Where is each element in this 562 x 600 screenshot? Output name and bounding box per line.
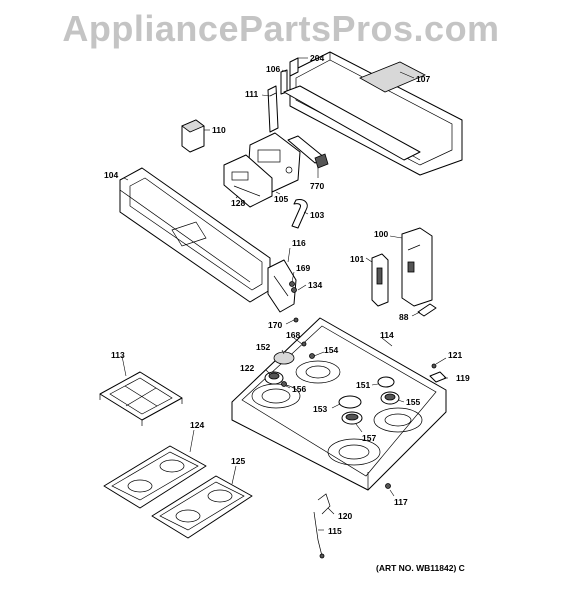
burner-cap-part-151[interactable] [377, 376, 395, 388]
art-number: (ART NO. WB11842) C [376, 563, 465, 573]
label-169: 169 [296, 263, 310, 273]
label-121: 121 [448, 350, 462, 360]
label-105: 105 [274, 194, 288, 204]
screw-part-170[interactable] [293, 317, 299, 323]
label-170: 170 [268, 320, 282, 330]
label-88: 88 [399, 312, 409, 322]
label-154: 154 [324, 345, 338, 355]
label-106: 106 [266, 64, 280, 74]
burner-part-155[interactable] [380, 391, 400, 405]
label-104: 104 [104, 170, 118, 180]
label-110: 110 [212, 125, 226, 135]
label-157: 157 [362, 433, 376, 443]
burner-part-157[interactable] [341, 411, 363, 425]
ignitor-part-156[interactable] [281, 381, 287, 387]
label-115: 115 [328, 526, 342, 536]
label-155: 155 [406, 397, 420, 407]
screw-part-134[interactable] [291, 287, 297, 293]
overlay-part-128[interactable] [223, 154, 273, 208]
watermark-logo: AppliancePartsPros.com [62, 8, 500, 49]
bracket-part-770[interactable] [287, 135, 329, 169]
screw-part-169[interactable] [289, 281, 295, 287]
label-134: 134 [308, 280, 322, 290]
handle-part-103[interactable] [291, 199, 308, 229]
label-770: 770 [310, 181, 324, 191]
label-204: 204 [310, 53, 324, 63]
label-128: 128 [231, 198, 245, 208]
label-120: 120 [338, 511, 352, 521]
label-116: 116 [292, 238, 306, 248]
backguard-part-107[interactable] [289, 51, 463, 176]
label-168: 168 [286, 330, 300, 340]
label-113: 113 [111, 350, 125, 360]
label-107: 107 [416, 74, 430, 84]
label-114: 114 [380, 330, 394, 340]
label-103: 103 [310, 210, 324, 220]
module-part-110[interactable] [181, 119, 205, 153]
label-156: 156 [292, 384, 306, 394]
bracket-part-100[interactable] [401, 227, 433, 307]
part-labels: 204 106 107 111 110 770 105 128 104 103 … [104, 53, 470, 536]
label-153: 153 [313, 404, 327, 414]
screw-part-168[interactable] [301, 341, 307, 347]
drip-pan-part-124[interactable] [103, 445, 207, 509]
label-117: 117 [394, 497, 408, 507]
drip-pan-part-125[interactable] [151, 475, 253, 539]
bracket-part-111[interactable] [267, 85, 279, 133]
label-111: 111 [245, 89, 259, 99]
label-122: 122 [240, 363, 254, 373]
valve-part-101[interactable] [371, 253, 389, 307]
label-152: 152 [256, 342, 270, 352]
grate-part-113[interactable] [99, 371, 183, 426]
burner-cap-part-152[interactable] [273, 351, 295, 365]
burner-part-122[interactable] [264, 371, 284, 385]
label-100: 100 [374, 229, 388, 239]
bracket-part-106[interactable] [280, 69, 288, 95]
end-cap-part-116[interactable] [267, 259, 297, 313]
tube-part-120[interactable] [317, 493, 331, 515]
label-119: 119 [456, 373, 470, 383]
screw-part-117[interactable] [385, 483, 391, 489]
clip-part-119[interactable] [429, 371, 447, 383]
tube-part-115[interactable] [313, 511, 325, 559]
leader-lines [121, 57, 448, 531]
label-124: 124 [190, 420, 204, 430]
label-101: 101 [350, 254, 364, 264]
backguard-trim [283, 85, 421, 161]
label-125: 125 [231, 456, 245, 466]
ignitor-part-154[interactable] [309, 353, 315, 359]
ignitor-part-88[interactable] [417, 303, 437, 317]
label-151: 151 [356, 380, 370, 390]
screw-part-121[interactable] [431, 363, 437, 369]
end-cap-part-204[interactable] [289, 57, 299, 77]
burner-cap-part-153[interactable] [338, 395, 362, 409]
